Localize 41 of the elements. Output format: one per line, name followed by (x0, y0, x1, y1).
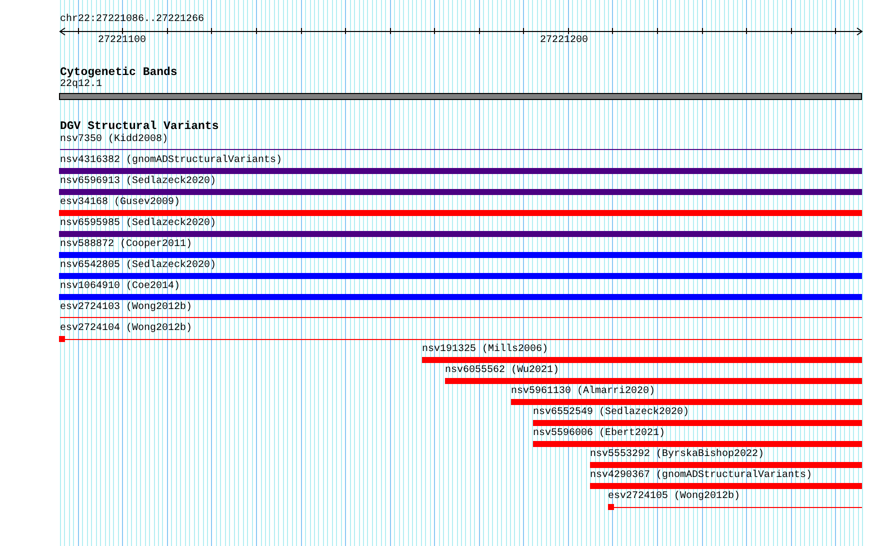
variant-feature (59, 239, 862, 260)
variant-feature (59, 176, 862, 197)
variant-feature (590, 449, 862, 470)
feature-label: nsv7350 (Kidd2008) (60, 134, 168, 146)
variant-feature (422, 344, 862, 365)
feature-label: nsv5553292 (ByrskaBishop2022) (590, 449, 764, 461)
band-label: 22q12.1 (60, 79, 102, 91)
tick-label: 27221100 (98, 35, 146, 47)
feature-label: nsv5961130 (Almarri2020) (511, 386, 656, 398)
feature-label: nsv1064910 (Coe2014) (60, 281, 180, 293)
feature-label: nsv6595985 (Sedlazeck2020) (60, 218, 216, 230)
variant-feature (511, 386, 862, 407)
variant-feature (59, 197, 862, 218)
feature-label: esv2724103 (Wong2012b) (60, 302, 192, 314)
variant-feature (533, 428, 862, 449)
variant-feature (590, 470, 862, 491)
track-heading: DGV Structural Variants (60, 120, 219, 133)
feature-label: nsv5596006 (Ebert2021) (533, 428, 666, 440)
ruler-range-label: chr22:27221086..27221266 (60, 14, 204, 26)
feature-label: esv2724105 (Wong2012b) (608, 491, 740, 503)
feature-label: nsv588872 (Cooper2011) (60, 239, 192, 251)
feature-label: nsv6055562 (Wu2021) (445, 365, 560, 377)
feature-label: nsv4290367 (gnomADStructuralVariants) (590, 470, 812, 482)
feature-label: nsv4316382 (gnomADStructuralVariants) (60, 155, 282, 167)
feature-label: nsv6596913 (Sedlazeck2020) (60, 176, 216, 188)
cytoband (59, 79, 862, 100)
feature-label: nsv6542805 (Sedlazeck2020) (60, 260, 216, 272)
variant-feature (59, 218, 862, 239)
tick-label: 27221200 (540, 35, 588, 47)
feature-label: nsv6552549 (Sedlazeck2020) (533, 407, 690, 419)
variant-feature (59, 260, 862, 281)
variant-feature (59, 281, 862, 302)
feature-label: nsv191325 (Mills2006) (422, 344, 548, 356)
variant-feature (533, 407, 862, 428)
track-heading: Cytogenetic Bands (60, 66, 178, 79)
variant-feature (59, 155, 862, 176)
feature-label: esv34168 (Gusev2009) (60, 197, 180, 209)
feature-label: esv2724104 (Wong2012b) (60, 323, 192, 335)
variant-feature (59, 323, 862, 344)
variant-feature (608, 491, 862, 512)
variant-feature (445, 365, 862, 386)
